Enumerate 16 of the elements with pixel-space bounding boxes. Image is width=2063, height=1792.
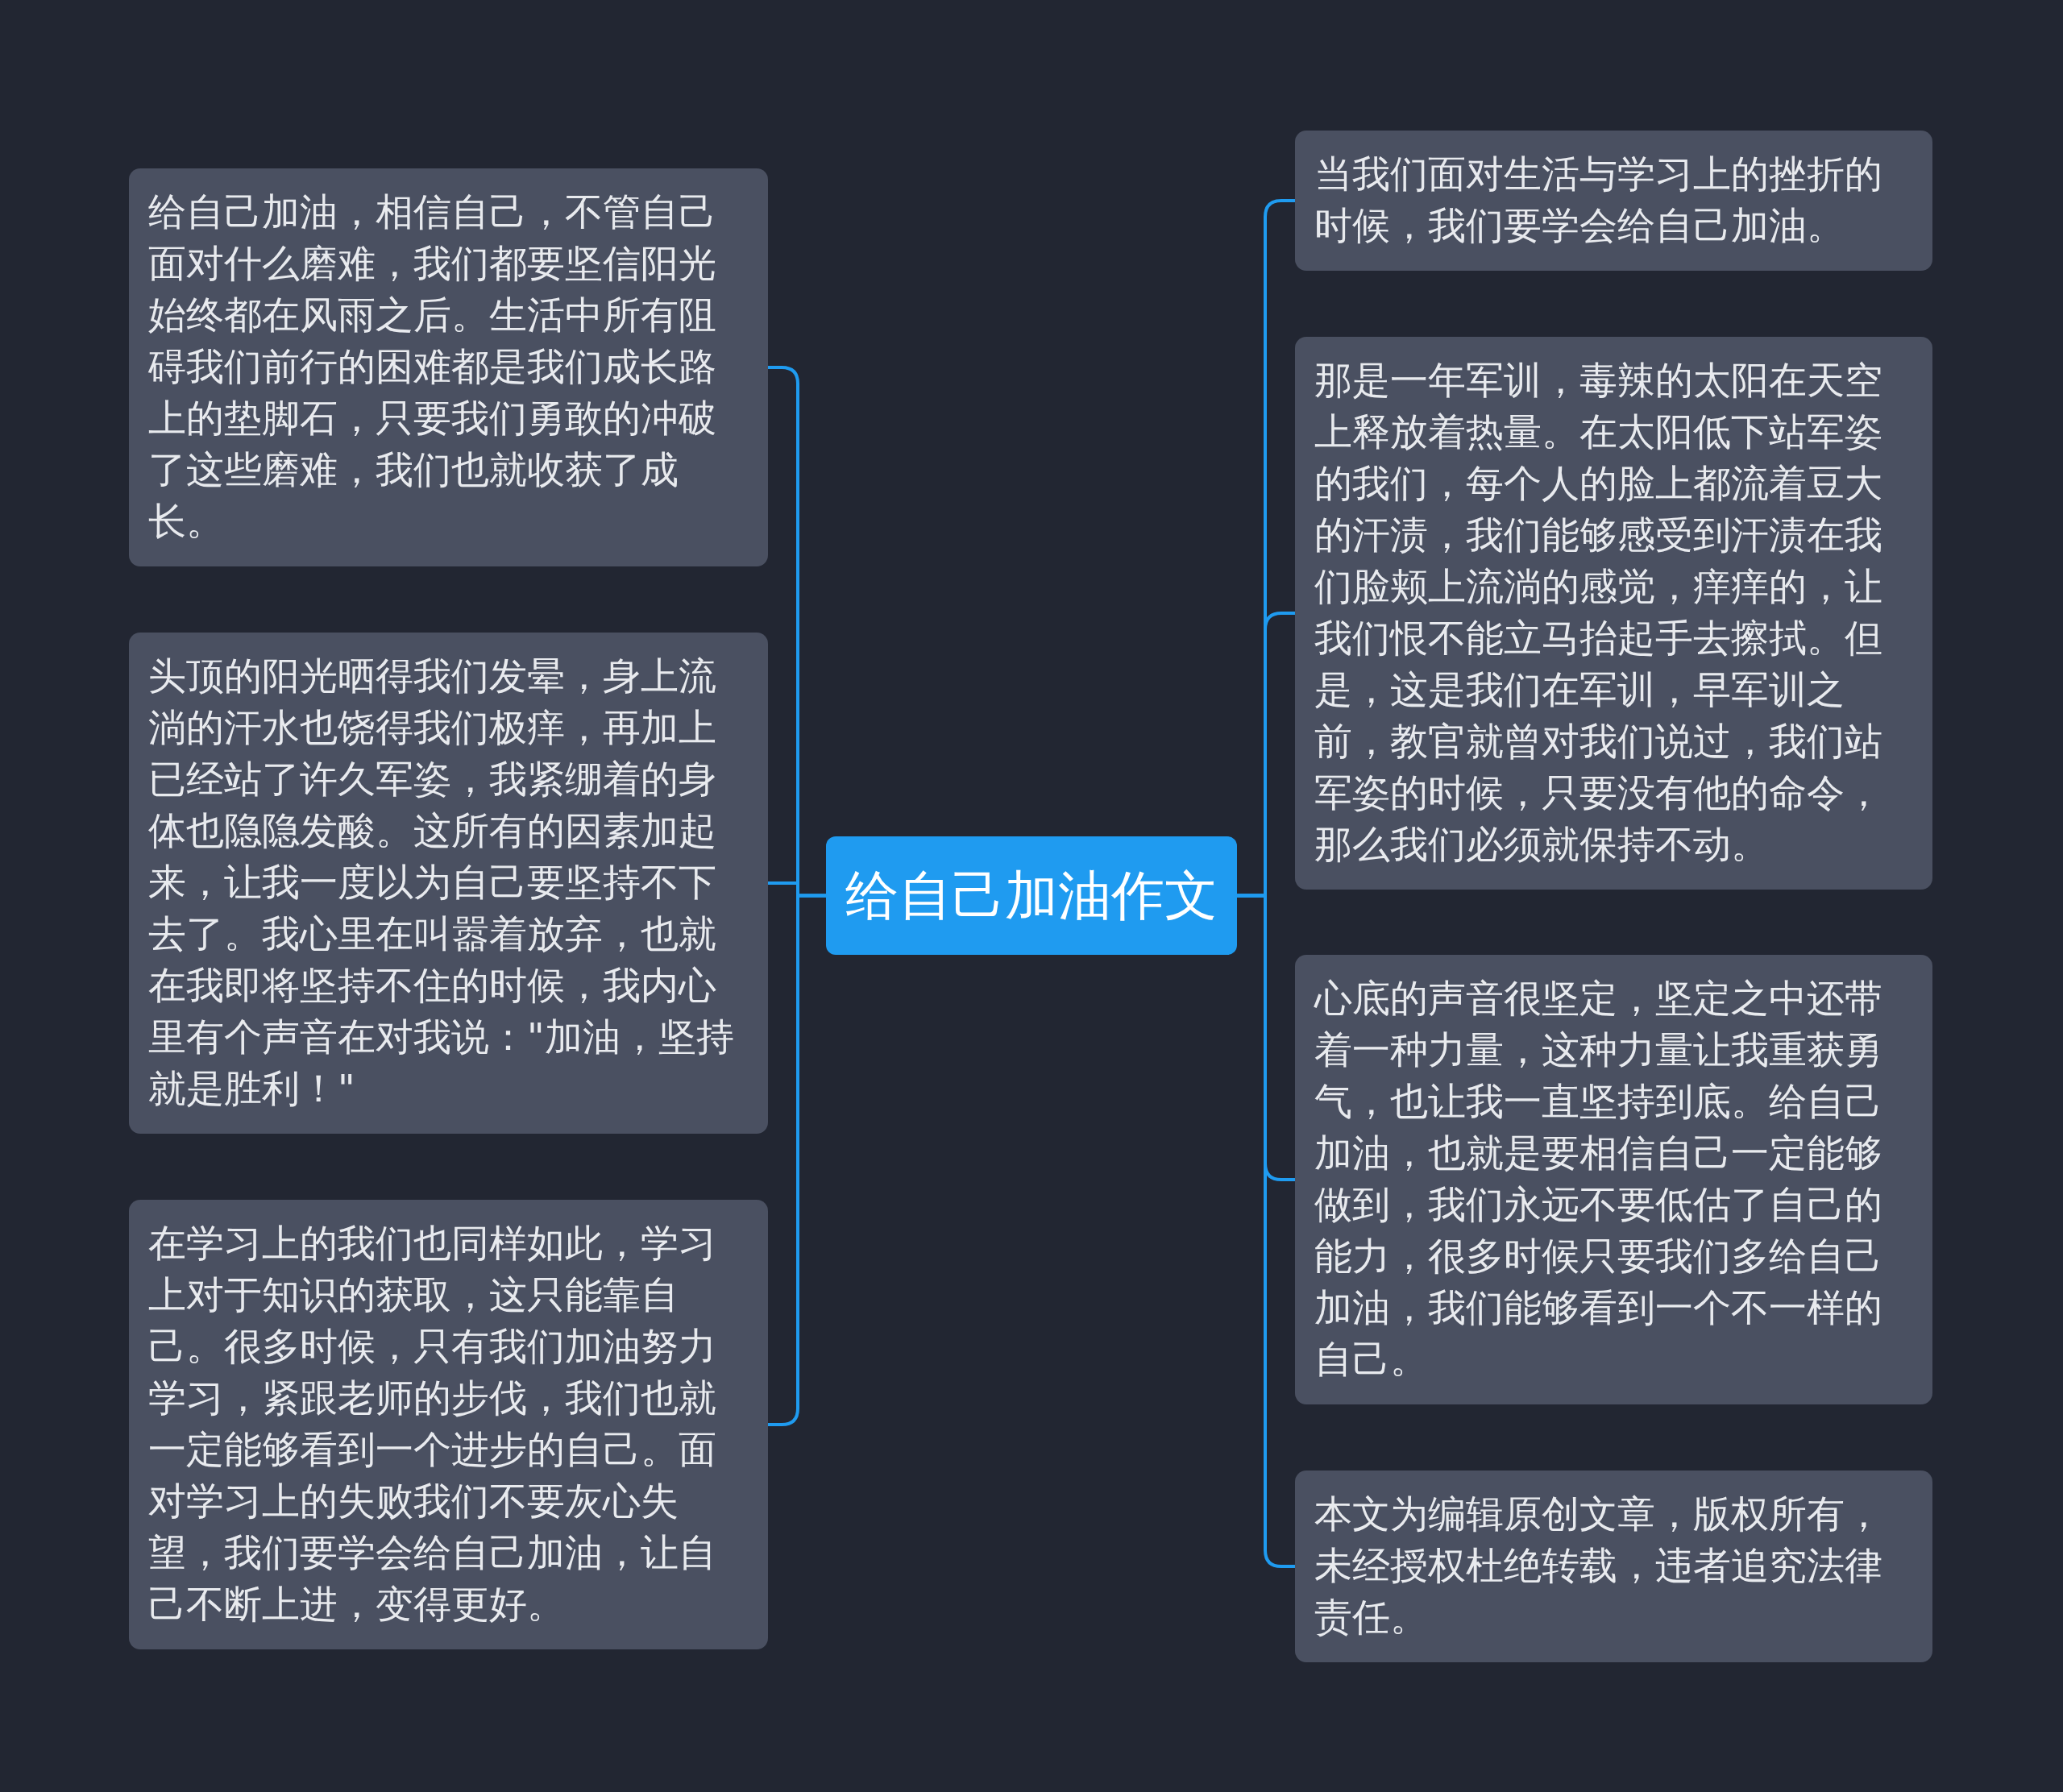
topic-box bbox=[1295, 131, 1932, 271]
topic-box bbox=[129, 168, 768, 566]
topic-text: 本文为编辑原创文章，版权所有，未经授权杜绝转载，违者追究法律责任。 bbox=[1314, 1491, 1883, 1641]
topic-text: 那是一年军训，毒辣的太阳在天空上释放着热量。在太阳低下站军姿的我们，每个人的脸上都流着豆大的汗渍，我们能够感受到汗渍在我们脸颊上流淌的感觉，痒痒的，让我们恨不能立马抬起手去擦拭。但是，这是我们在军训，早军训之前，教官就曾对我们说过，我们站军姿的时候，只要没有他的命令，那么我们必须就保持不动。 bbox=[1314, 357, 1883, 868]
topic-box bbox=[1295, 955, 1932, 1404]
topic-text: 在学习上的我们也同样如此，学习上对于知识的获取，这只能靠自己。很多时候，只有我们加油努力学习，紧跟老师的步伐，我们也就一定能够看到一个进步的自己。面对学习上的失败我们不要灰心失望，我们要学会给自己加油，让自己不断上进，变得更好。 bbox=[148, 1220, 717, 1628]
topic-box bbox=[1295, 337, 1932, 890]
topic-text: 心底的声音很坚定，坚定之中还带着一种力量，这种力量让我重获勇气，也让我一直坚持到底。给自己加油，也就是要相信自己一定能够做到，我们永远不要低估了自己的能力，很多时候只要我们多给自己加油，我们能够看到一个不一样的自己。 bbox=[1314, 975, 1883, 1383]
topic-text: 当我们面对生活与学习上的挫折的时候，我们要学会给自己加油。 bbox=[1314, 151, 1883, 249]
central-topic-box bbox=[826, 836, 1237, 955]
topic-box bbox=[129, 633, 768, 1134]
topic-text: 头顶的阳光晒得我们发晕，身上流淌的汗水也饶得我们极痒，再加上已经站了许久军姿，我紧绷着的身体也隐隐发酸。这所有的因素加起来，让我一度以为自己要坚持不下去了。我心里在叫嚣着放弃，也就在我即将坚持不住的时候，我内心里有个声音在对我说："加油，坚持就是胜利！" bbox=[148, 653, 735, 1112]
topic-box bbox=[129, 1200, 768, 1649]
central-topic-text: 给自己加油作文 bbox=[845, 863, 1218, 928]
topic-box bbox=[1295, 1471, 1932, 1662]
topic-text: 给自己加油，相信自己，不管自己面对什么磨难，我们都要坚信阳光始终都在风雨之后。生活中所有阻碍我们前行的困难都是我们成长路上的垫脚石，只要我们勇敢的冲破了这些磨难，我们也就收获了成长。 bbox=[148, 189, 717, 545]
